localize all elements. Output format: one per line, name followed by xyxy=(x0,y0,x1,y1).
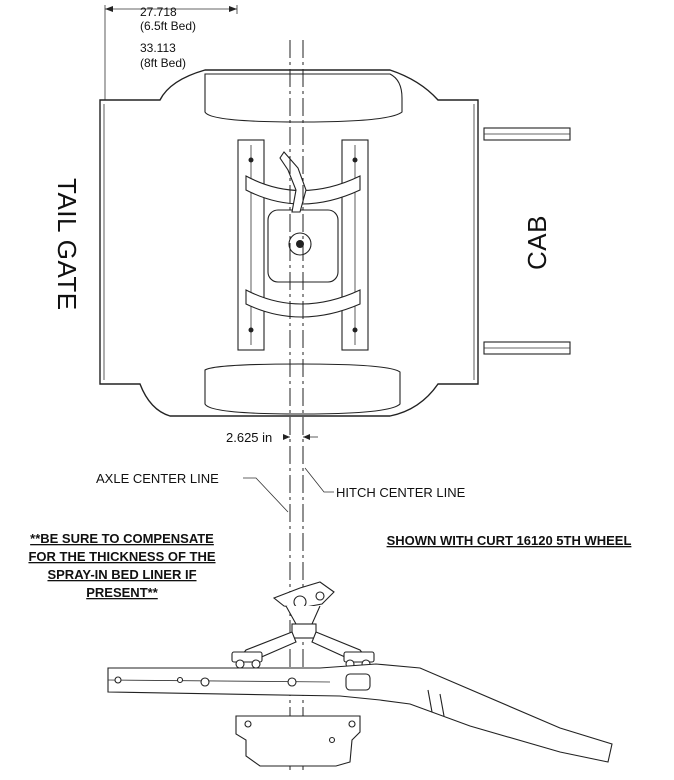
liner-note-line-1: **BE SURE TO COMPENSATE xyxy=(30,531,214,546)
long-bed-dimension: 33.113 xyxy=(140,41,176,55)
liner-note-line-4: PRESENT** xyxy=(86,585,158,600)
fifth-wheel-side-view xyxy=(231,581,375,669)
liner-note-line-2: FOR THE THICKNESS OF THE xyxy=(28,549,215,564)
hitch-leader xyxy=(304,467,334,493)
liner-note-line-3: SPRAY-IN BED LINER IF xyxy=(47,567,196,582)
offset-dimension-label: 2.625 in xyxy=(226,430,272,445)
offset-dimension xyxy=(283,434,318,440)
axle-leader xyxy=(243,477,289,513)
cab-label: CAB xyxy=(522,215,552,270)
hitch-center-line-label: HITCH CENTER LINE xyxy=(336,485,466,500)
short-bed-label: (6.5ft Bed) xyxy=(140,19,196,33)
shown-with-note: SHOWN WITH CURT 16120 5TH WHEEL xyxy=(387,533,632,548)
bed-dimension xyxy=(104,5,238,100)
short-bed-dimension: 27.718 xyxy=(140,5,177,19)
truck-frame-side-view xyxy=(107,663,613,767)
tail-gate-label: TAIL GATE xyxy=(52,178,82,311)
long-bed-label: (8ft Bed) xyxy=(140,56,186,70)
axle-center-line-label: AXLE CENTER LINE xyxy=(96,471,219,486)
release-handle xyxy=(279,151,307,213)
